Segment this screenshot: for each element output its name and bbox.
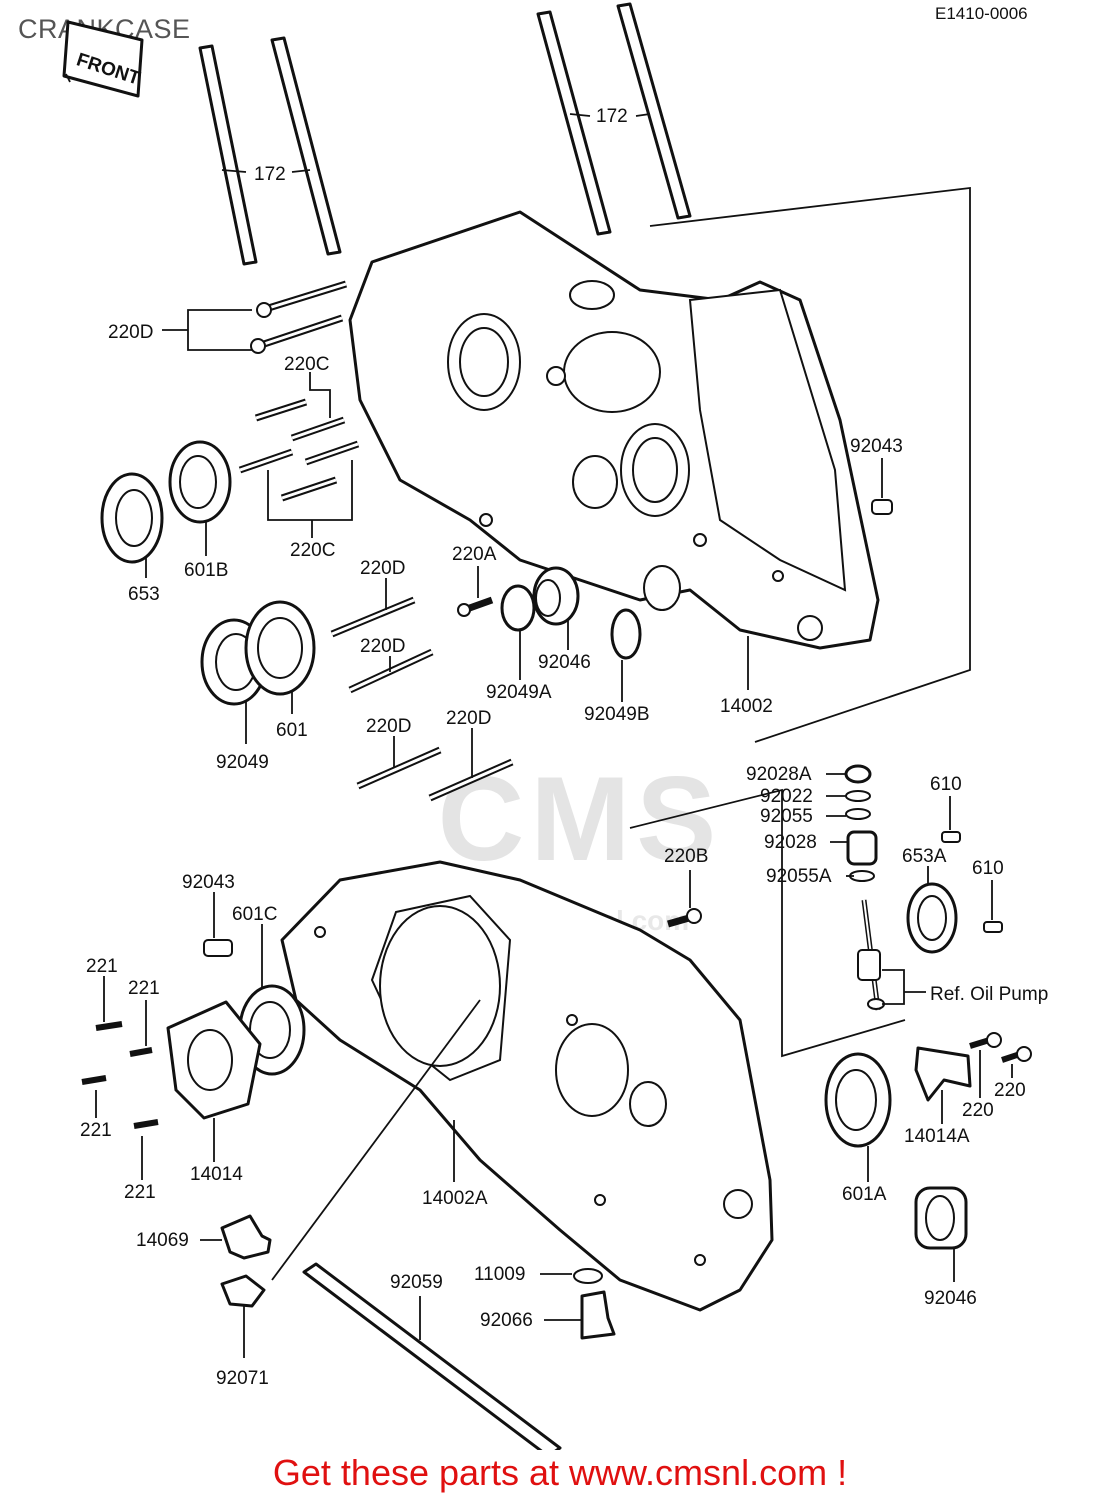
label-92049: 92049 [216, 752, 269, 773]
label-92049B: 92049B [584, 704, 650, 725]
needle-bearing-92046-bottom [914, 1186, 968, 1250]
stud-172-left-pair [198, 36, 342, 266]
label-610-a: 610 [930, 774, 962, 795]
label-172-left: 172 [254, 164, 286, 185]
label-92022: 92022 [760, 786, 813, 807]
label-92066: 92066 [480, 1310, 533, 1331]
label-220D-d: 220D [366, 716, 411, 737]
label-221-d: 221 [124, 1182, 156, 1203]
bearing-601B [168, 440, 232, 524]
washer-11009 [573, 1268, 603, 1284]
oil-seal-653 [100, 472, 164, 564]
label-601B: 601B [184, 560, 228, 581]
stud-172-right-pair [536, 2, 692, 236]
label-92055A: 92055A [766, 866, 832, 887]
label-220A: 220A [452, 544, 497, 565]
label-601: 601 [276, 720, 308, 741]
label-14069: 14069 [136, 1230, 189, 1251]
pin-610-bottom [983, 921, 1003, 933]
label-220C-top: 220C [284, 354, 329, 375]
bracket-14014A [914, 1046, 972, 1102]
screws-221 [81, 1021, 159, 1129]
screw-220B [667, 908, 702, 928]
bearing-601A [824, 1052, 892, 1148]
drain-plug-92066 [580, 1290, 616, 1340]
label-601C: 601C [232, 904, 277, 925]
needle-bearing-92046-top [532, 566, 580, 626]
label-221-c: 221 [80, 1120, 112, 1141]
label-92043-bottom: 92043 [182, 872, 235, 893]
label-220D-b: 220D [360, 558, 405, 579]
pin-610-top [941, 831, 961, 843]
label-92046-bottom: 92046 [924, 1288, 977, 1309]
label-220B: 220B [664, 846, 708, 867]
oil-pump-parts-stack [844, 764, 885, 1011]
bolts-220D-middle [330, 596, 514, 802]
bolts-220D-top [250, 280, 348, 354]
label-92028A: 92028A [746, 764, 812, 785]
bolts-220 [969, 1032, 1032, 1063]
ref-line-upper-case [649, 186, 971, 743]
label-221-b: 221 [128, 978, 160, 999]
label-14002A: 14002A [422, 1188, 488, 1209]
ref-line-oil-pump [629, 788, 906, 1058]
diagram-code: E1410-0006 [935, 4, 1028, 23]
label-220-b: 220 [994, 1080, 1026, 1101]
front-sign: FRONT [62, 20, 144, 98]
hose-92059 [302, 1262, 562, 1450]
screw-220A [457, 596, 494, 617]
label-92055: 92055 [760, 806, 813, 827]
label-92049A: 92049A [486, 682, 552, 703]
label-92059: 92059 [390, 1272, 443, 1293]
label-172-right: 172 [596, 106, 628, 127]
label-220C-bottom: 220C [290, 540, 335, 561]
crankcase-upper-14002 [348, 210, 880, 650]
label-220D-e: 220D [446, 708, 491, 729]
grommet-92071 [220, 1274, 266, 1308]
bolts-220C [238, 398, 360, 502]
washer-92049A [500, 584, 536, 632]
oil-seal-92049B [610, 608, 642, 660]
exploded-parts-diagram: FRONT [62, 2, 1048, 1450]
ref-oil-pump-note: Ref. Oil Pump [930, 984, 1048, 1005]
label-220D-a: 220D [108, 322, 153, 343]
label-220-a: 220 [962, 1100, 994, 1121]
label-610-b: 610 [972, 858, 1004, 879]
label-92071: 92071 [216, 1368, 269, 1389]
dowel-pin-92043-top [871, 499, 893, 515]
label-653A: 653A [902, 846, 947, 867]
oil-seal-653A [906, 882, 958, 954]
label-14014A: 14014A [904, 1126, 970, 1147]
elbow-fitting-14069 [220, 1214, 272, 1260]
label-92028: 92028 [764, 832, 817, 853]
label-92043-top: 92043 [850, 436, 903, 457]
label-14002: 14002 [720, 696, 773, 717]
label-11009: 11009 [474, 1264, 525, 1285]
bearing-601 [244, 600, 316, 696]
label-92046-top: 92046 [538, 652, 591, 673]
label-220D-c: 220D [360, 636, 405, 657]
label-653: 653 [128, 584, 160, 605]
promo-link[interactable]: Get these parts at www.cmsnl.com ! [272, 1452, 848, 1493]
label-601A: 601A [842, 1184, 887, 1205]
dowel-pin-92043-bottom [203, 939, 233, 957]
label-221-a: 221 [86, 956, 118, 977]
label-14014: 14014 [190, 1164, 243, 1185]
bearing-cover-14014 [166, 1000, 262, 1120]
crankcase-lower-14002A [280, 860, 774, 1312]
